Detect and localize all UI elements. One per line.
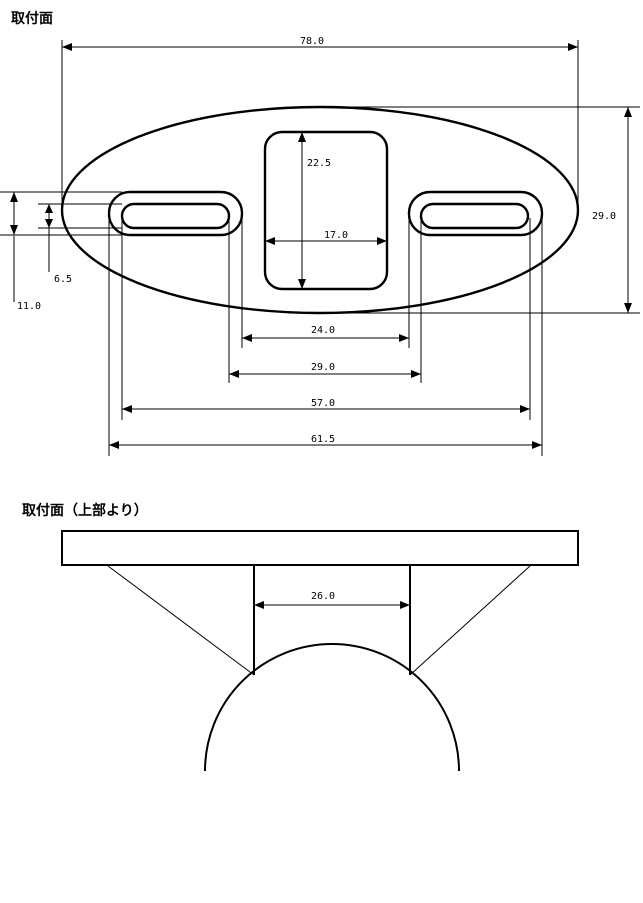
right-slot-inner bbox=[419, 202, 530, 230]
dim-slot-width bbox=[45, 204, 53, 228]
dim-slot-outer-span bbox=[109, 441, 542, 449]
label-slot-outer-span: 61.5 bbox=[311, 434, 335, 445]
label-window-width: 17.0 bbox=[324, 230, 348, 241]
dim-top-view-neck bbox=[254, 601, 410, 609]
label-height: 29.0 bbox=[592, 211, 616, 222]
label-slot-outer-height: 11.0 bbox=[17, 301, 41, 312]
dim-slot-outer-height bbox=[10, 192, 18, 235]
dim-inner-slot-gap bbox=[242, 334, 409, 342]
label-slot-width: 6.5 bbox=[54, 274, 72, 285]
label-outer-slot-gap: 29.0 bbox=[311, 362, 335, 373]
extension-lines bbox=[0, 40, 640, 456]
oval-plate-outline bbox=[60, 105, 580, 315]
label-inner-slot-gap: 24.0 bbox=[311, 325, 335, 336]
dim-outer-slot-gap bbox=[229, 370, 421, 378]
left-rib bbox=[107, 565, 255, 676]
dim-window-height bbox=[298, 132, 306, 289]
mount-face-title: 取付面 bbox=[11, 11, 53, 27]
mount-face-top-view-title: 取付面（上部より） bbox=[22, 503, 148, 519]
dim-window-width bbox=[265, 237, 387, 245]
right-slot-outer bbox=[407, 190, 544, 237]
dim-slot-inner-span bbox=[122, 405, 530, 413]
dim-overall-width bbox=[62, 43, 578, 51]
label-top-view-neck: 26.0 bbox=[311, 591, 335, 602]
left-slot-outer bbox=[107, 190, 244, 237]
right-rib bbox=[409, 565, 531, 676]
top-view bbox=[61, 530, 579, 772]
front-view bbox=[60, 105, 580, 315]
round-base-arc bbox=[204, 643, 460, 772]
center-window bbox=[263, 130, 389, 291]
dim-height bbox=[624, 107, 632, 313]
label-overall-width: 78.0 bbox=[300, 36, 324, 47]
left-slot-inner bbox=[120, 202, 231, 230]
top-plate bbox=[61, 530, 579, 566]
label-window-height: 22.5 bbox=[307, 158, 331, 169]
label-slot-inner-span: 57.0 bbox=[311, 398, 335, 409]
